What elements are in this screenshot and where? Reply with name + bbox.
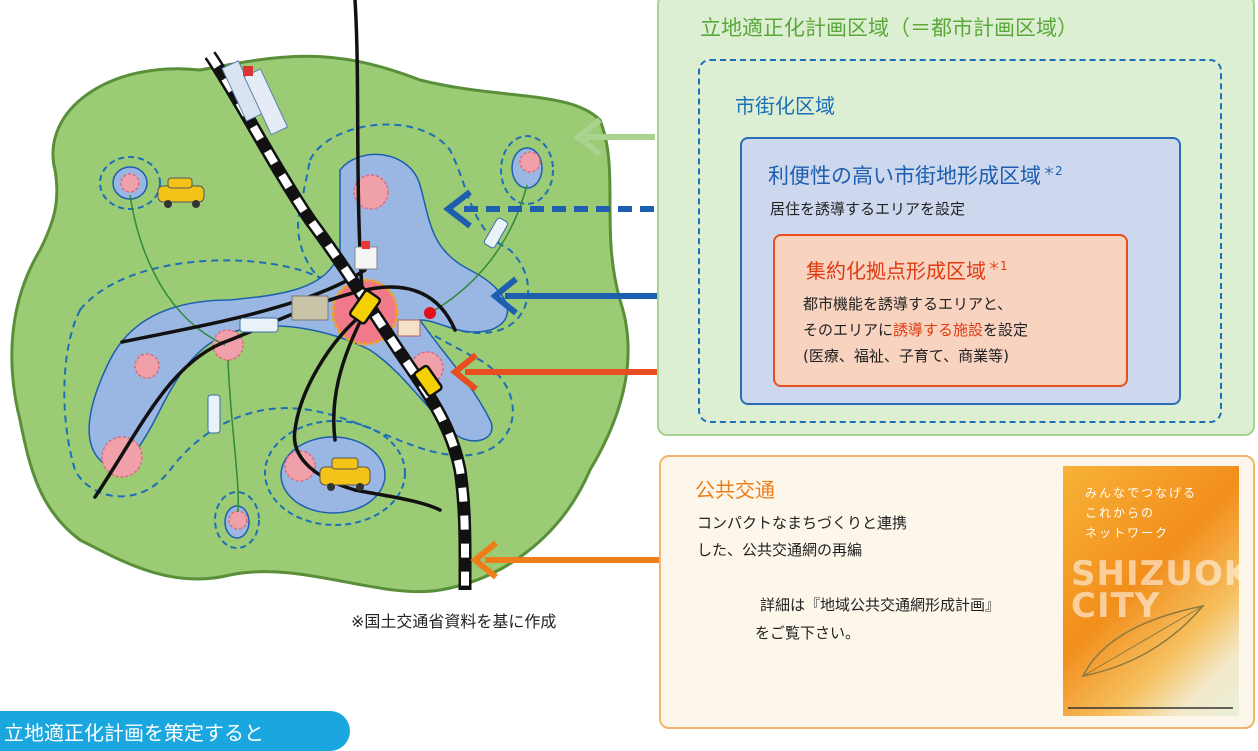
transit-title: 公共交通 — [695, 478, 775, 502]
hub-line2-highlight: 誘導する施設 — [893, 321, 984, 339]
urbanization-area-west — [63, 259, 514, 498]
transit-detail2: をご覧下さい。 — [755, 624, 861, 642]
bus-icon-west — [207, 394, 221, 434]
booklet-brand-line1: SHIZUOKA — [1071, 554, 1239, 594]
hub-line2-pre: そのエリアに — [803, 321, 894, 339]
convenience-title-text: 利便性の高い市街地形成区域 — [768, 164, 1041, 188]
booklet-line2: これからの — [1085, 506, 1156, 520]
legend-hub-line1: 都市機能を誘導するエリアと、 — [803, 295, 1013, 313]
station-marker — [424, 307, 436, 319]
convenience-mark: ＊2 — [1043, 164, 1063, 178]
hub-mark: ＊1 — [988, 259, 1008, 274]
legend-hub-title: 集約化拠点形成区域＊1 — [806, 255, 1008, 284]
train-south — [413, 364, 443, 398]
building-icon — [354, 241, 378, 270]
legend-convenience-title: 利便性の高い市街地形成区域＊2 — [768, 160, 1063, 190]
shop-icon — [397, 319, 421, 337]
bus-icon-east — [483, 217, 509, 249]
network-plan-booklet-cover: みんなでつなげる これからの ネットワーク SHIZUOKA CITY — [1063, 466, 1239, 716]
railway-ties — [206, 52, 470, 591]
urbanization-area-s — [264, 420, 406, 526]
urbanization-area-nw — [99, 156, 161, 210]
highrise-icon — [221, 60, 289, 136]
transit-line1: コンパクトなまちづくりと連携 — [697, 514, 908, 532]
transit-detail1: 詳細は『地域公共交通網形成計画』 — [760, 596, 1001, 614]
booklet-brand: SHIZUOKA CITY — [1071, 554, 1239, 626]
booklet-leaf-illustration — [1068, 604, 1233, 709]
booklet-line1: みんなでつなげる — [1085, 486, 1198, 500]
office-building-icon — [291, 295, 329, 321]
urbanization-area-sw — [214, 491, 260, 549]
bus-icon — [239, 317, 279, 333]
legend-urbanization-title: 市街化区域 — [735, 94, 835, 118]
booklet-brand-line2: CITY — [1071, 586, 1161, 626]
legend-hub-line2: そのエリアに誘導する施設を設定 — [803, 319, 1028, 340]
city-map-illustration — [10, 0, 660, 594]
taxi-icon — [157, 177, 205, 208]
taxi-icon-south — [319, 457, 371, 491]
section-tab: 立地適正化計画を策定すると — [0, 711, 350, 751]
legend-hub-box — [773, 234, 1128, 387]
legend-convenience-desc: 居住を誘導するエリアを設定 — [770, 200, 966, 218]
legend-urbanization-box — [698, 59, 1222, 423]
booklet-line3: ネットワーク — [1085, 526, 1170, 540]
transit-line2: した、公共交通網の再編 — [697, 541, 863, 559]
legend-city-planning-title: 立地適正化計画区域（＝都市計画区域） — [700, 16, 1078, 40]
hub-line2-post: を設定 — [983, 321, 1029, 339]
source-note: ※国土交通省資料を基に作成 — [351, 612, 557, 631]
legend-hub-line3: (医療、福祉、子育て、商業等) — [803, 347, 1009, 365]
urbanization-area-ne — [500, 135, 554, 205]
section-tab-label: 立地適正化計画を策定すると — [4, 721, 264, 745]
hub-title-text: 集約化拠点形成区域 — [806, 259, 986, 283]
train-main — [348, 289, 382, 325]
